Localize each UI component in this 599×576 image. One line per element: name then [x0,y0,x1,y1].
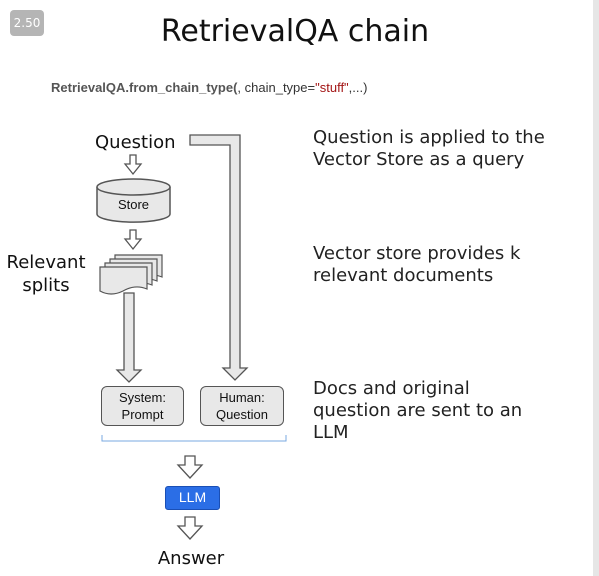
code-function: RetrievalQA.from_chain_type( [51,80,238,95]
code-snippet: RetrievalQA.from_chain_type(, chain_type… [51,80,367,95]
relevant-splits-line2: splits [22,275,70,296]
answer-label: Answer [157,548,225,569]
human-line1: Human: [219,390,265,405]
description-1: Question is applied to the Vector Store … [313,127,545,171]
relevant-splits-label: Relevant splits [4,251,88,297]
question-label: Question [95,132,176,153]
system-line1: System: [119,390,166,405]
arrow-question-to-human [189,134,249,381]
page-title: RetrievalQA chain [160,14,430,49]
slide-number-badge: 2.50 [10,10,44,36]
human-question-box: Human: Question [200,386,284,426]
window-right-edge [593,0,599,576]
llm-box: LLM [165,486,220,510]
system-line2: Prompt [121,407,164,422]
code-string: "stuff" [315,80,349,95]
description-3: Docs and original question are sent to a… [313,378,522,444]
description-1-line1: Question is applied to the [313,127,545,148]
code-tail: ,...) [348,80,368,95]
bracket-line [101,435,287,442]
arrow-llm-to-answer [176,516,204,540]
description-3-line1: Docs and original [313,378,470,399]
description-2-line2: relevant documents [313,265,494,286]
description-3-line3: LLM [313,422,349,443]
arrow-question-to-store [123,154,143,176]
relevant-splits-line1: Relevant [6,252,86,273]
documents-stack-icon [99,254,163,295]
arrow-store-to-splits [123,229,143,251]
store-cylinder [96,178,171,223]
description-2-line1: Vector store provides k [313,243,521,264]
arrow-splits-to-system [115,292,143,383]
human-line2: Question [215,407,269,422]
description-1-line2: Vector Store as a query [313,149,525,170]
store-label: Store [117,197,150,212]
system-prompt-box: System: Prompt [101,386,184,426]
code-arg: , chain_type= [237,80,316,95]
arrow-to-llm [176,455,204,479]
description-2: Vector store provides k relevant documen… [313,243,520,287]
description-3-line2: question are sent to an [313,400,523,421]
